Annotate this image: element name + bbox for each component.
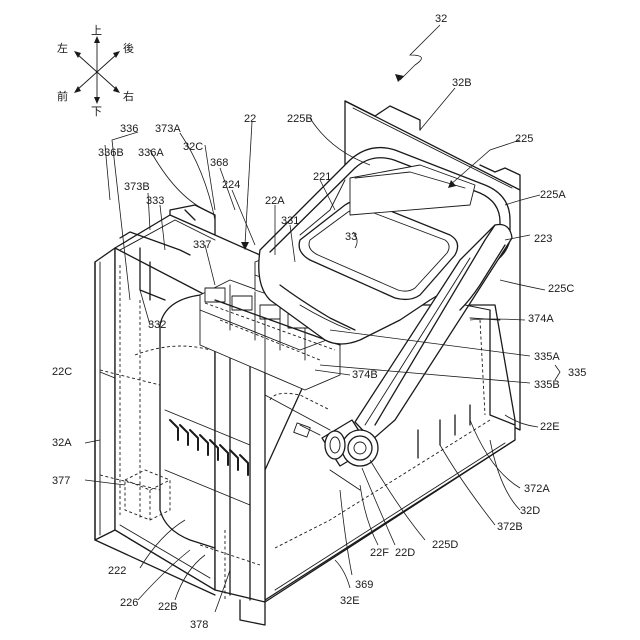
main-box-22 <box>95 205 265 625</box>
label-32B: 32B <box>452 77 472 89</box>
label-221: 221 <box>313 171 331 183</box>
label-33: 33 <box>345 231 357 243</box>
label-336B: 336B <box>98 147 124 159</box>
compass-front-label: 前 <box>57 89 68 103</box>
label-337: 337 <box>193 239 211 251</box>
label-368: 368 <box>210 157 228 169</box>
label-224: 224 <box>222 179 240 191</box>
label-331: 331 <box>281 215 299 227</box>
label-32: 32 <box>435 13 447 25</box>
label-333: 333 <box>146 195 164 207</box>
compass-up-label: 上 <box>91 24 102 37</box>
label-32A: 32A <box>52 437 72 449</box>
label-22B: 22B <box>158 601 178 613</box>
label-336: 336 <box>120 123 138 135</box>
label-335A: 335A <box>534 351 560 363</box>
label-32C: 32C <box>183 141 203 153</box>
compass-down-label: 下 <box>91 105 102 118</box>
direction-compass: 上 下 左 右 前 後 <box>57 24 134 118</box>
label-369: 369 <box>355 579 373 591</box>
label-373A: 373A <box>155 123 181 135</box>
label-332: 332 <box>148 319 166 331</box>
label-378: 378 <box>190 619 208 631</box>
label-22: 22 <box>244 113 256 125</box>
label-335B: 335B <box>534 379 560 391</box>
label-22D: 22D <box>395 547 415 559</box>
compass-back-label: 後 <box>123 41 134 55</box>
label-372B: 372B <box>497 521 523 533</box>
label-225D: 225D <box>432 539 458 551</box>
label-32D: 32D <box>520 505 540 517</box>
label-225: 225 <box>515 133 533 145</box>
label-22A: 22A <box>265 195 285 207</box>
label-372A: 372A <box>524 483 550 495</box>
label-22F: 22F <box>370 547 389 559</box>
compass-right-label: 右 <box>123 89 134 103</box>
label-225B: 225B <box>287 113 313 125</box>
compass-left-label: 左 <box>57 42 68 55</box>
label-225C: 225C <box>548 283 574 295</box>
label-374A: 374A <box>528 313 554 325</box>
label-223: 223 <box>534 233 552 245</box>
label-22C: 22C <box>52 366 72 378</box>
label-225A: 225A <box>540 189 566 201</box>
label-32E: 32E <box>340 595 360 607</box>
label-226: 226 <box>120 597 138 609</box>
label-336A: 336A <box>138 147 164 159</box>
label-377: 377 <box>52 475 70 487</box>
label-374B: 374B <box>352 369 378 381</box>
label-335: 335 <box>568 367 586 379</box>
label-373B: 373B <box>124 181 150 193</box>
label-22E: 22E <box>540 421 560 433</box>
label-222: 222 <box>108 565 126 577</box>
